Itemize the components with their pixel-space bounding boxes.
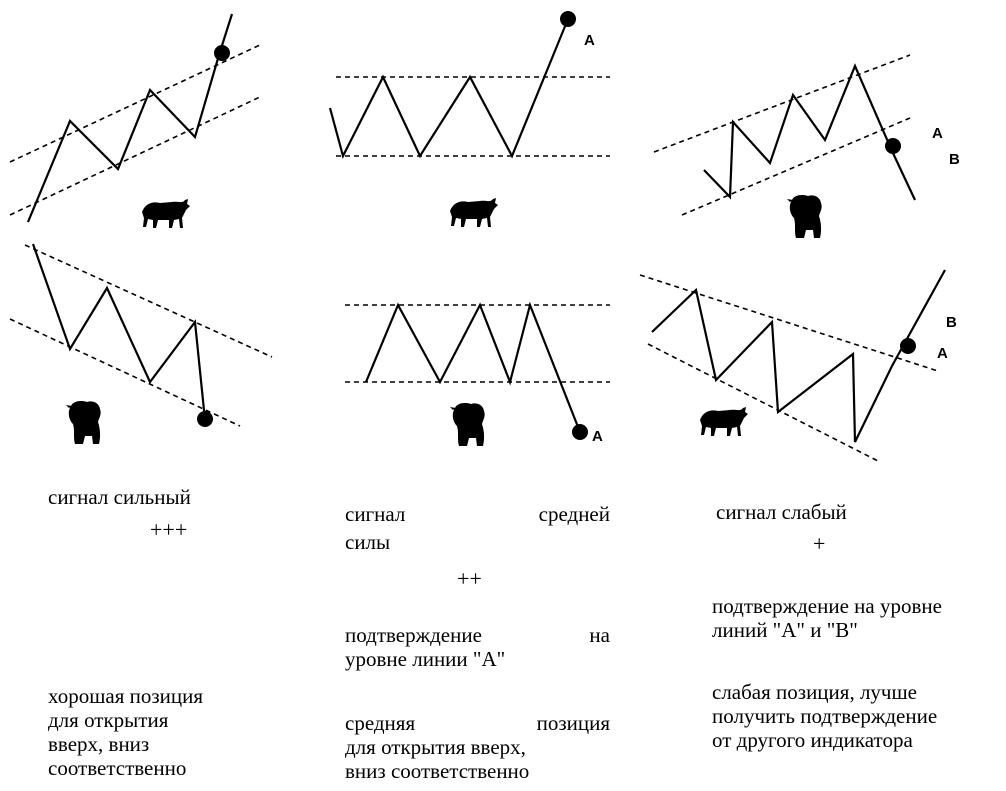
panel-strong-sell [9,243,273,444]
strength-medium: ++ [457,566,482,591]
bear-icon [66,401,101,444]
position-line: вниз соответственно [345,759,530,783]
position-line: для открытия [48,708,169,732]
signal-strong: сигнал сильный [48,485,191,509]
position-weak: слабая позиция, лучше получить подтвержд… [712,680,937,752]
bear-icon [787,195,822,238]
bull-icon [142,199,190,228]
signal-weak: сигнал слабый [716,500,847,524]
position-line: слабая позиция, лучше [712,680,917,704]
confirmation-line: линий "A" и "B" [712,618,858,642]
panel-medium-sell: A [345,301,610,446]
signal-medium-cont: силы [345,530,391,554]
confirmation-weak: подтверждение на уровне линий "A" и "B" [712,594,942,642]
label-a: A [592,428,603,445]
confirmation-line: уровне линии "A" [345,647,506,671]
breakdown-dot [197,411,213,427]
confirmation-line: подтверждение на уровне [712,594,942,618]
label-a: A [932,125,943,142]
panel-weak-sell: A B [653,54,960,238]
position-line: средняя позиция [345,711,610,735]
position-medium: средняя позиция для открытия вверх, вниз… [345,711,610,783]
confirmation-line: подтверждение на [345,623,610,647]
panel-weak-buy: B A [639,269,957,463]
position-strong: хорошая позиция для открытия вверх, вниз… [48,684,203,780]
pattern-diagrams: A A B A B A [9,11,960,463]
strength-strong: +++ [150,517,188,542]
bull-icon [700,407,748,436]
breakdown-dot [885,138,901,154]
breakout-dot [560,11,576,27]
breakout-dot [900,338,916,354]
position-line: от другого индикатора [712,728,913,752]
bear-icon [450,403,485,446]
position-line: для открытия вверх, [345,735,526,759]
position-line: хорошая позиция [48,684,204,708]
panel-strong-buy [9,13,263,228]
label-a: A [937,345,948,362]
breakout-dot [214,45,230,61]
position-line: вверх, вниз [48,732,150,756]
confirmation-medium: подтверждение на уровне линии "A" [345,623,610,671]
label-a: A [584,32,595,49]
label-b: B [946,314,957,331]
breakdown-dot [572,424,588,440]
bull-icon [450,198,498,227]
strength-weak: + [813,531,826,556]
label-b: B [949,151,960,168]
position-line: соответственно [48,756,187,780]
position-line: получить подтверждение [712,704,938,728]
signal-medium: сигнал средней [345,502,610,526]
panel-medium-buy: A [328,11,610,227]
